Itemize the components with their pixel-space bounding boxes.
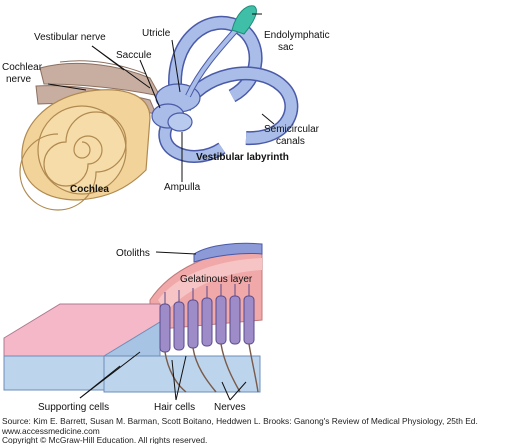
label-semicircular-line2: canals	[276, 136, 305, 147]
source-line: Source: Kim E. Barrett, Susan M. Barman,…	[2, 416, 478, 426]
label-utricle: Utricle	[142, 28, 171, 39]
label-supporting-cells: Supporting cells	[38, 402, 109, 413]
label-cochlear-nerve-line2: nerve	[6, 74, 31, 85]
hair-bundles	[164, 284, 250, 304]
label-otoliths: Otoliths	[116, 248, 150, 259]
label-saccule: Saccule	[116, 50, 152, 61]
label-semicircular-line1: Semicircular	[264, 124, 320, 135]
vestibular-labyrinth-illustration	[19, 5, 299, 211]
label-endolymphatic-line1: Endolymphatic	[264, 30, 330, 41]
label-vestibular-nerve: Vestibular nerve	[34, 32, 106, 43]
macula-cross-section	[3, 242, 263, 401]
label-cochlear-nerve-line1: Cochlear	[2, 62, 43, 73]
label-nerves: Nerves	[214, 402, 246, 413]
endolymphatic-sac	[185, 5, 257, 98]
label-pointers-top	[47, 13, 275, 182]
cochlea-spiral	[19, 89, 151, 211]
label-cochlea: Cochlea	[70, 184, 109, 195]
nerve-fibers	[164, 343, 259, 393]
source-url: www.accessmedicine.com	[1, 426, 100, 436]
label-hair-cells: Hair cells	[154, 402, 195, 413]
label-pointers-bottom	[79, 251, 247, 401]
label-vestibular-labyrinth: Vestibular labyrinth	[196, 152, 289, 163]
label-endolymphatic-line2: sac	[278, 42, 294, 53]
hair-cells-group	[159, 295, 255, 353]
label-ampulla: Ampulla	[164, 182, 201, 193]
otolith-layer	[193, 242, 263, 263]
source-copyright: Copyright © McGraw-Hill Education. All r…	[2, 435, 207, 444]
label-gelatinous-layer: Gelatinous layer	[180, 274, 253, 285]
